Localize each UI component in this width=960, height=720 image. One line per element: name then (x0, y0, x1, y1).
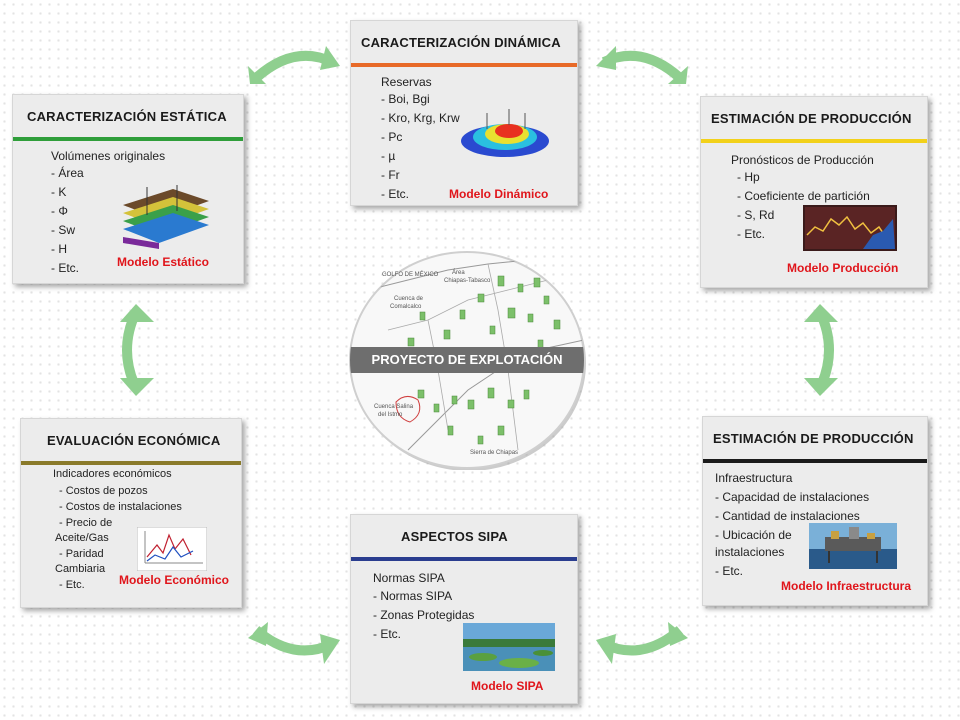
list-item: - Cantidad de instalaciones (715, 509, 860, 523)
list-item: - Paridad (59, 548, 104, 560)
list-item: - Etc. (51, 261, 80, 275)
list-item: - Etc. (59, 579, 85, 591)
card-header-text: Normas SIPA (373, 571, 445, 585)
card-header-text: Volúmenes originales (51, 149, 166, 163)
list-item: - Etc. (715, 564, 744, 578)
card-header-text: Infraestructura (715, 471, 793, 485)
list-item: - Capacidad de instalaciones (715, 490, 870, 504)
card-caracterizacion-dinamica: CARACTERIZACIÓN DINÁMICA Reservas - Boi,… (350, 20, 578, 206)
card-header-text: Pronósticos de Producción (731, 153, 874, 167)
double-arrow-icon (596, 46, 688, 84)
list-item: - K (51, 185, 67, 199)
card-header-text: Indicadores económicos (53, 468, 172, 480)
card-accent-bar (701, 139, 927, 143)
reservoir-heatmap-icon (461, 109, 549, 157)
card-accent-bar (13, 137, 243, 141)
map-label: Área (452, 270, 465, 276)
map-label: GOLFO DE MÉXICO (382, 272, 439, 278)
list-item: - µ (381, 149, 396, 163)
list-item: - S, Rd (737, 208, 775, 222)
list-item: - Costos de instalaciones (59, 501, 182, 513)
card-accent-bar (21, 461, 241, 465)
list-item: - Boi, Bgi (381, 92, 430, 106)
list-item: - Costos de pozos (59, 485, 148, 497)
region-map-icon (349, 251, 586, 470)
card-title: ASPECTOS SIPA (401, 528, 508, 544)
map-label: Comalcalco (390, 304, 422, 310)
list-item: - Etc. (381, 187, 410, 201)
card-title: ESTIMACIÓN DE PRODUCCIÓN (713, 430, 914, 446)
map-label: del Istmo (378, 412, 403, 418)
map-label: Chiapas-Tabasco (444, 278, 491, 284)
platform-photo-icon (809, 523, 897, 569)
card-caracterizacion-estatica: CARACTERIZACIÓN ESTÁTICA Volúmenes origi… (12, 94, 244, 284)
card-accent-bar (351, 557, 577, 561)
list-item: - Coeficiente de partición (737, 189, 870, 203)
map-label: Cuenca Salina (374, 404, 414, 410)
list-item: - Kro, Krg, Krw (381, 111, 460, 125)
economic-chart-icon (137, 527, 207, 571)
double-arrow-icon (804, 304, 838, 396)
list-item: - Pc (381, 130, 403, 144)
card-aspectos-sipa: ASPECTOS SIPA Normas SIPA - Normas SIPA … (350, 514, 578, 704)
card-title: EVALUACIÓN ECONÓMICA (47, 432, 221, 448)
card-title: CARACTERIZACIÓN ESTÁTICA (27, 108, 227, 124)
model-label: Modelo Infraestructura (781, 579, 912, 593)
list-item: - Zonas Protegidas (373, 608, 475, 622)
list-item: Cambiaria (55, 563, 106, 575)
list-item: - Etc. (737, 227, 766, 241)
double-arrow-icon (248, 622, 340, 664)
card-accent-bar (703, 459, 927, 463)
list-item: instalaciones (715, 545, 785, 559)
card-title: ESTIMACIÓN DE PRODUCCIÓN (711, 110, 912, 126)
model-label: Modelo Producción (787, 261, 899, 275)
model-label: Modelo Económico (119, 573, 230, 587)
double-arrow-icon (120, 304, 154, 396)
list-item: - Fr (381, 168, 400, 182)
double-arrow-icon (248, 46, 340, 84)
list-item: - Área (51, 166, 84, 180)
model-label: Modelo SIPA (471, 679, 544, 693)
card-title: CARACTERIZACIÓN DINÁMICA (361, 34, 561, 50)
production-chart-icon (803, 205, 897, 251)
list-item: - Normas SIPA (373, 589, 453, 603)
double-arrow-icon (596, 622, 688, 664)
list-item: - Hp (737, 170, 760, 184)
list-item: - Sw (51, 223, 75, 237)
list-item: Aceite/Gas (55, 532, 109, 544)
list-item: - Ubicación de (715, 528, 792, 542)
card-header-text: Reservas (381, 75, 432, 89)
list-item: - Φ (51, 204, 68, 218)
list-item: - H (51, 242, 67, 256)
card-accent-bar (351, 63, 577, 67)
card-evaluacion-economica: EVALUACIÓN ECONÓMICA Indicadores económi… (20, 418, 242, 608)
card-estimacion-produccion-infraestructura: ESTIMACIÓN DE PRODUCCIÓN Infraestructura… (702, 416, 928, 606)
reservoir-3d-icon (123, 185, 209, 249)
proyecto-explotacion-map: GOLFO DE MÉXICO Área Chiapas-Tabasco Cue… (348, 250, 586, 470)
center-label: PROYECTO DE EXPLOTACIÓN (371, 352, 563, 367)
list-item: - Precio de (59, 517, 113, 529)
model-label: Modelo Dinámico (449, 187, 549, 201)
card-estimacion-produccion-pronosticos: ESTIMACIÓN DE PRODUCCIÓN Pronósticos de … (700, 96, 928, 288)
model-label: Modelo Estático (117, 255, 210, 269)
map-label: Cuenca de (394, 296, 424, 302)
list-item: - Etc. (373, 627, 402, 641)
wetland-photo-icon (463, 623, 555, 671)
map-label: Sierra de Chiapas (470, 450, 519, 456)
